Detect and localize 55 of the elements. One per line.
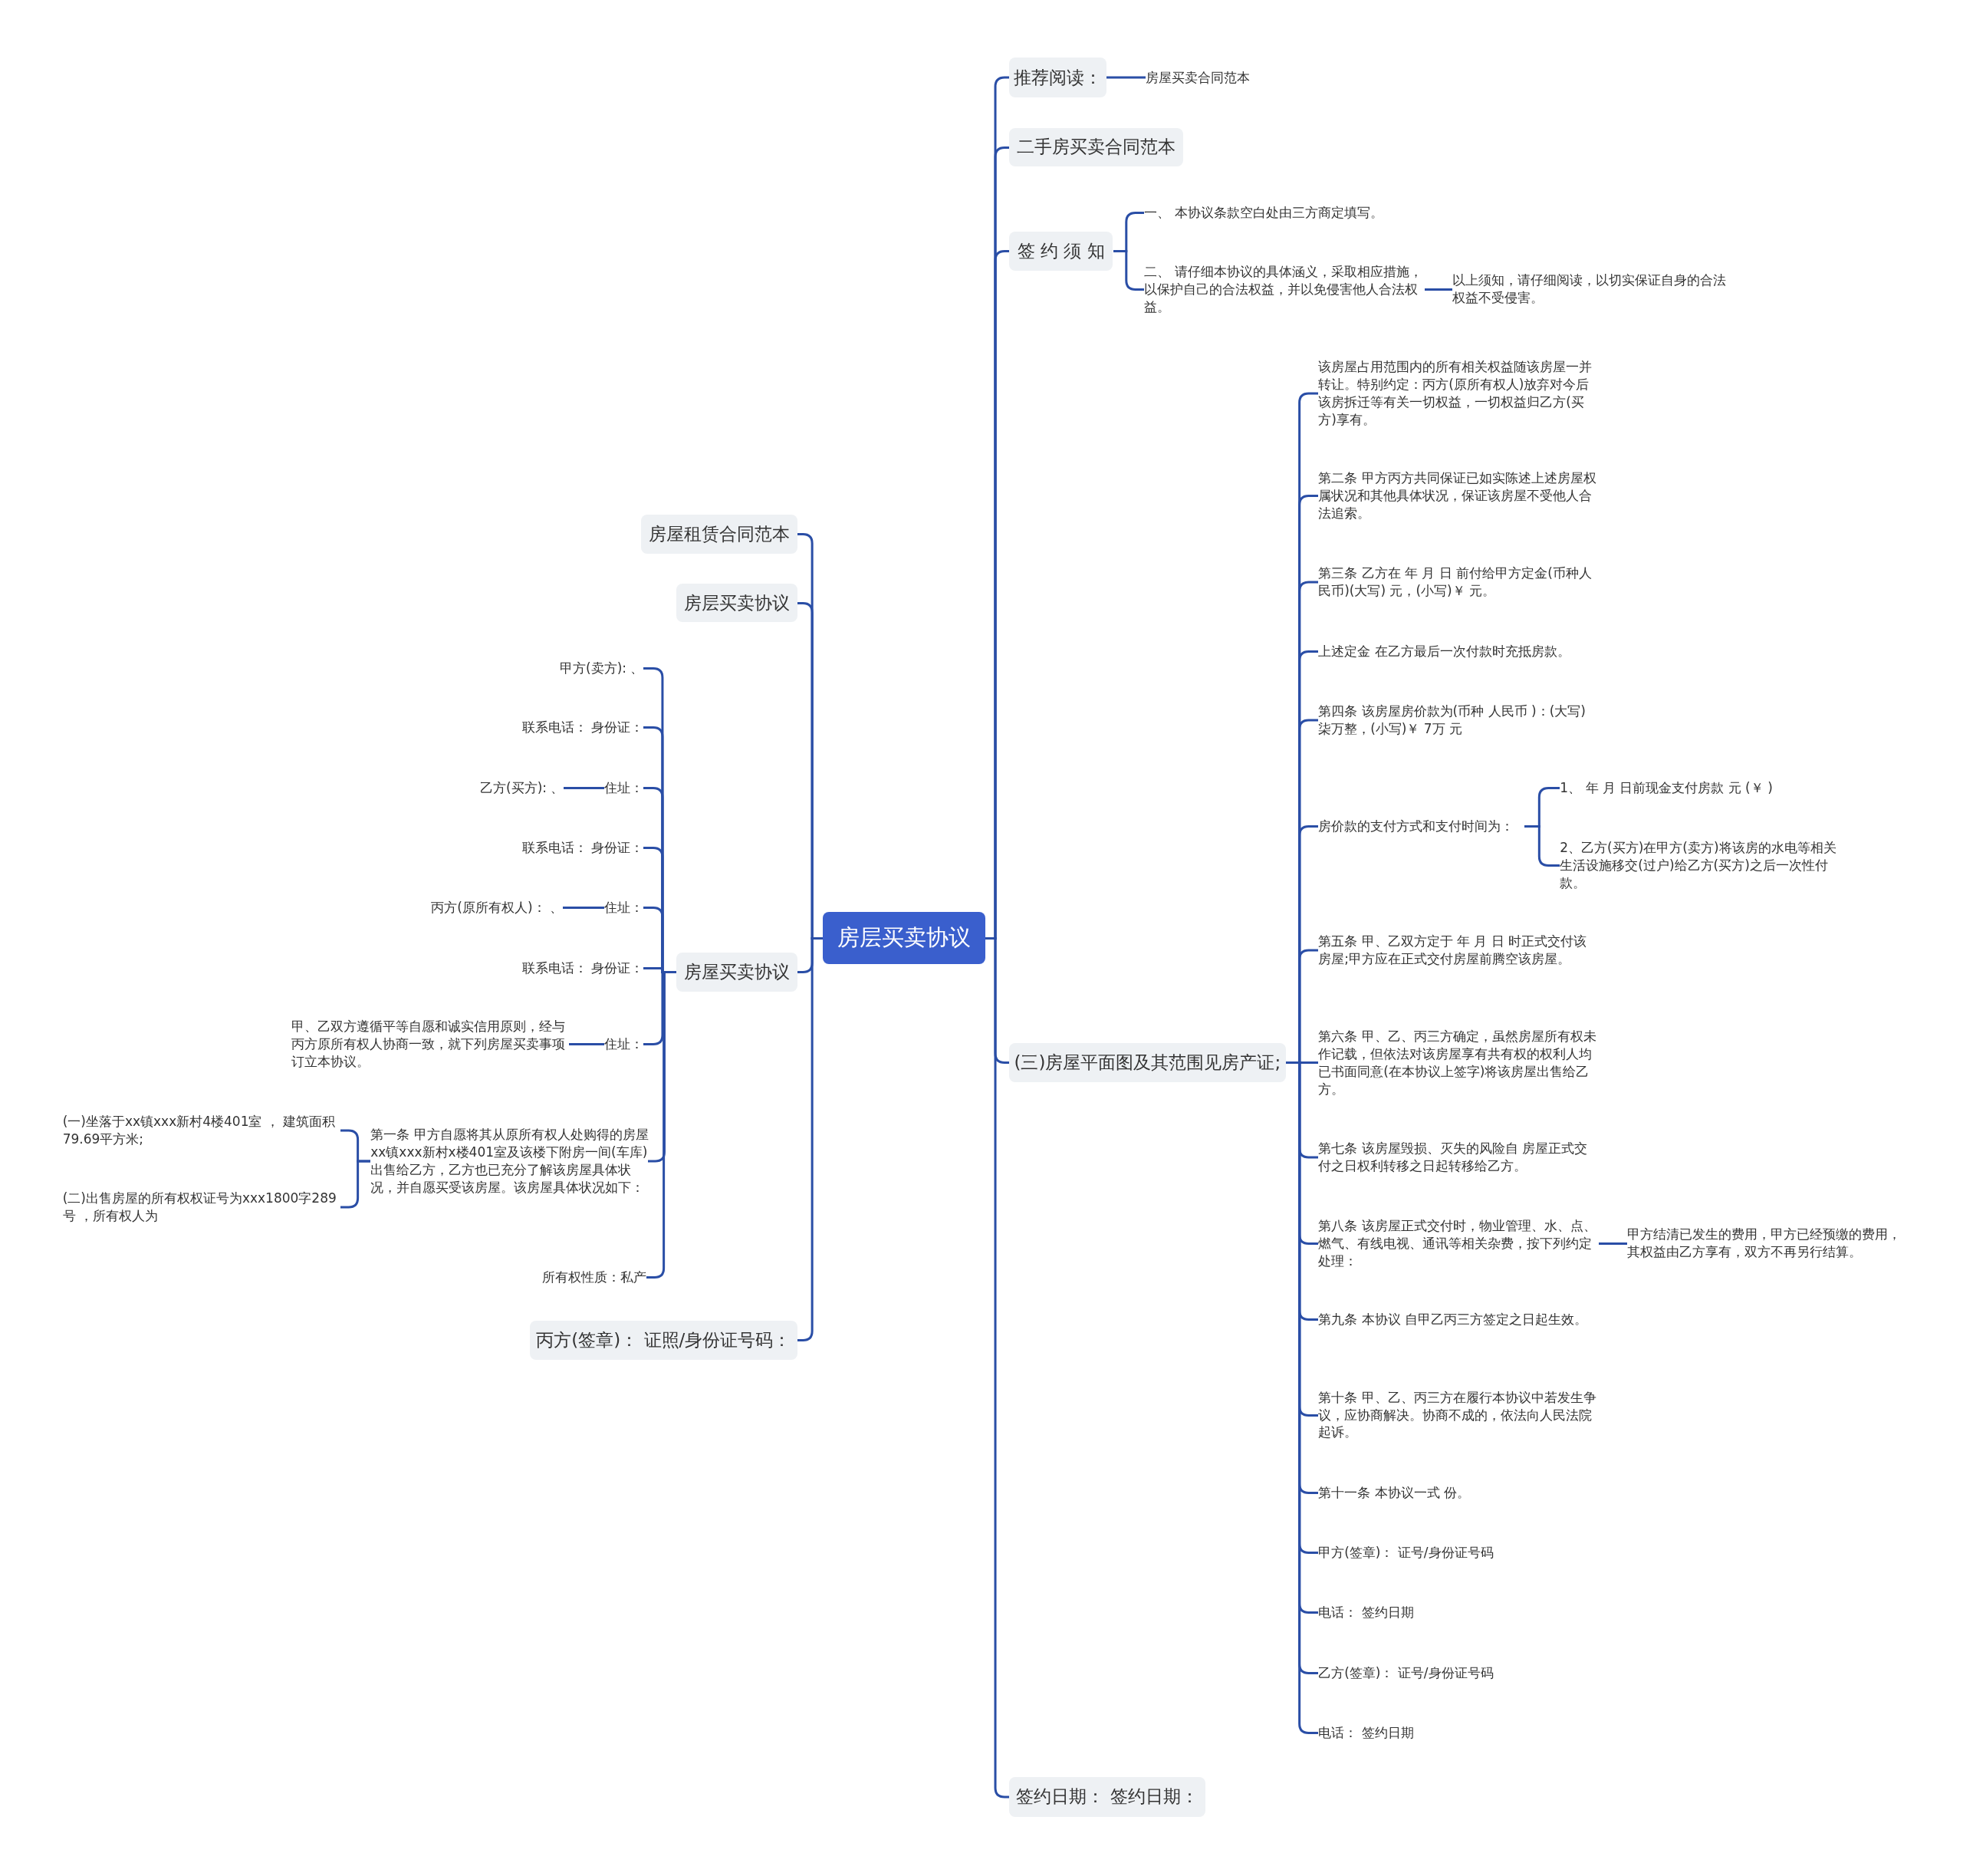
topic-text: 以上须知，请仔细阅读，以切实保证自身的合法权益不受侵害。 (1452, 272, 1735, 308)
topic-text: 丙方(原所有权人)： 、 (431, 899, 563, 917)
topic-text: 第三条 乙方在 年 月 日 前付给甲方定金(币种人民币)(大写) 元，(小写)￥ 元。 (1318, 564, 1599, 601)
topic-text: 电话： 签约日期 (1318, 1724, 1599, 1743)
connector-line (646, 971, 676, 1279)
topic-box: 房屋租赁合同范本 (640, 515, 797, 554)
topic-text: 第二条 甲方丙方共同保证已如实陈述上述房屋权属状况和其他具体状况，保证该房屋不受他人合法追索。 (1318, 469, 1599, 523)
topic-text: 第十条 甲、乙、丙三方在履行本协议中若发生争议，应协商解决。协商不成的，依法向人民法院起诉。 (1318, 1388, 1599, 1442)
topic-text: 联系电话： 身份证： (522, 959, 643, 977)
topic-text: 第一条 甲方自愿将其从原所有权人处购得的房屋xx镇xxx新村x楼401室及该楼下附房一间(车库)出售给乙方，乙方也已充分了解该房屋具体状况，并自愿买受该房屋。该房屋具体状况如下： (370, 1125, 649, 1196)
connector-line (563, 907, 604, 909)
topic-text: 甲方(签章)： 证号/身份证号码 (1318, 1544, 1599, 1562)
topic-box: (三)房屋平面图及其范围见房产证; (1008, 1043, 1286, 1082)
topic-text: 2、乙方(买方)在甲方(卖方)将该房的水电等相关生活设施移交(过户)给乙方(买方)之后一次性付款。 (1560, 838, 1840, 892)
topic-text: 上述定金 在乙方最后一次付款时充抵房款。 (1318, 642, 1599, 660)
topic-text: 联系电话： 身份证： (522, 719, 643, 737)
topic-text: 该房屋占用范围内的所有相关权益随该房屋一并转让。特别约定：丙方(原所有权人)放弃对今后该房拆迁等有关一切权益，一切权益归乙方(买方)享有。 (1318, 357, 1599, 429)
topic-text: 房屋买卖合同范本 (1145, 68, 1284, 87)
topic-text: 住址： (604, 1035, 643, 1054)
topic-box: 签约日期： 签约日期： (1008, 1776, 1206, 1817)
topic-text: 第十一条 本协议一式 份。 (1318, 1483, 1599, 1502)
topic-box: 丙方(签章)： 证照/身份证号码： (529, 1321, 797, 1361)
topic-text: 甲方(卖方): 、 (560, 660, 643, 678)
topic-text: 第七条 该房屋毁损、灭失的风险自 房屋正式交付之日权利转移之日起转移给乙方。 (1318, 1139, 1599, 1175)
central-topic: 房层买卖协议 (822, 911, 985, 965)
topic-text: 第八条 该房屋正式交付时，物业管理、水、点、燃气、有线电视、通讯等相关杂费，按下列约定处理： (1318, 1216, 1599, 1270)
connector-line (1425, 288, 1452, 291)
topic-box: 推荐阅读： (1008, 58, 1107, 98)
topic-text: 第九条 本协议 自甲乙丙三方签定之日起生效。 (1318, 1311, 1599, 1329)
topic-text: 一、 本协议条款空白处由三方商定填写。 (1144, 204, 1414, 222)
topic-text: 房价款的支付方式和支付时间为： (1318, 818, 1525, 836)
topic-box: 房屋买卖协议 (676, 953, 797, 992)
connector-line (1106, 76, 1146, 79)
connector-line (569, 1043, 604, 1045)
topic-text: 第四条 该房屋房价款为(币种 人民币 )：(大写)柒万整，(小写)￥ 7万 元 (1318, 702, 1599, 738)
topic-text: 甲、乙双方遵循平等自愿和诚实信用原则，经与丙方原所有权人协商一致，就下列房屋买卖事项订立本协议。 (291, 1018, 570, 1071)
topic-text: 住址： (604, 899, 643, 917)
connector-line (1599, 1242, 1627, 1245)
topic-box: 房层买卖协议 (676, 583, 797, 623)
topic-text: 住址： (604, 778, 643, 797)
connector-line (564, 787, 604, 789)
topic-text: 甲方结清已发生的费用，甲方已经预缴的费用，其权益由乙方享有，双方不再另行结算。 (1627, 1226, 1911, 1262)
topic-text: 乙方(签章)： 证号/身份证号码 (1318, 1664, 1599, 1682)
topic-text: 二、 请仔细本协议的具体涵义，采取相应措施，以保护自己的合法权益，并以免侵害他人合法权益。 (1144, 262, 1425, 316)
topic-text: 1、 年 月 日前现金支付房款 元 (￥ ) (1560, 778, 1823, 797)
topic-box: 二手房买卖合同范本 (1008, 127, 1183, 167)
topic-text: 所有权性质：私产 (542, 1268, 646, 1286)
topic-text: 电话： 签约日期 (1318, 1604, 1599, 1622)
topic-text: 联系电话： 身份证： (522, 838, 643, 857)
topic-box: 签 约 须 知 (1008, 232, 1113, 271)
topic-text: 第六条 甲、乙、丙三方确定，虽然房屋所有权未作记载，但依法对该房屋享有共有权的权利人均已书面同意(在本协议上签字)将该房屋出售给乙方。 (1318, 1028, 1599, 1099)
topic-text: (二)出售房屋的所有权权证号为xxx1800字289号 ，所有权人为 (62, 1190, 341, 1225)
topic-text: (一)坐落于xx镇xxx新村4楼401室 ， 建筑面积 79.69平方米; (62, 1113, 341, 1149)
topic-text: 乙方(买方): 、 (480, 778, 564, 797)
topic-text: 第五条 甲、乙双方定于 年 月 日 时正式交付该房屋;甲方应在正式交付房屋前腾空该房屋。 (1318, 933, 1599, 969)
